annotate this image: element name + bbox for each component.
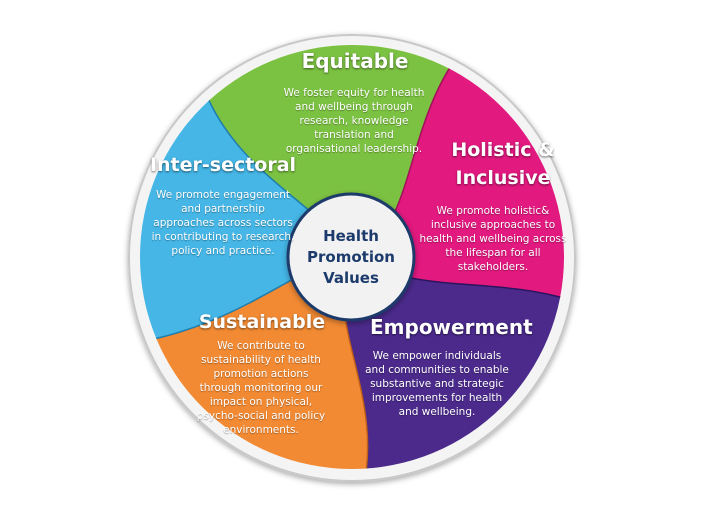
center-line-1: Health [323, 226, 379, 245]
holistic-text: We promote holistic& inclusive approache… [419, 205, 567, 273]
holistic-title-line1: Holistic & [451, 139, 555, 161]
sustainable-text: We contribute to sustainability of healt… [196, 340, 326, 436]
intersectoral-text: We promote engagement and partnership ap… [151, 189, 295, 257]
center-circle [286, 192, 416, 322]
empowerment-title: Empowerment [370, 315, 533, 339]
equitable-text: We foster equity for health and wellbein… [283, 87, 425, 155]
equitable-title: Equitable [301, 49, 409, 73]
holistic-title: Holistic & Inclusive [428, 136, 578, 192]
empowerment-text: We empower individuals and communities t… [365, 350, 509, 418]
center-label: Health Promotion Values [288, 195, 414, 319]
holistic-title-line2: Inclusive [455, 167, 551, 189]
intersectoral-title: Inter-sectoral [149, 154, 297, 176]
center-line-2: Promotion [307, 247, 395, 266]
center-line-3: Values [323, 268, 379, 287]
sustainable-title: Sustainable [198, 311, 326, 333]
